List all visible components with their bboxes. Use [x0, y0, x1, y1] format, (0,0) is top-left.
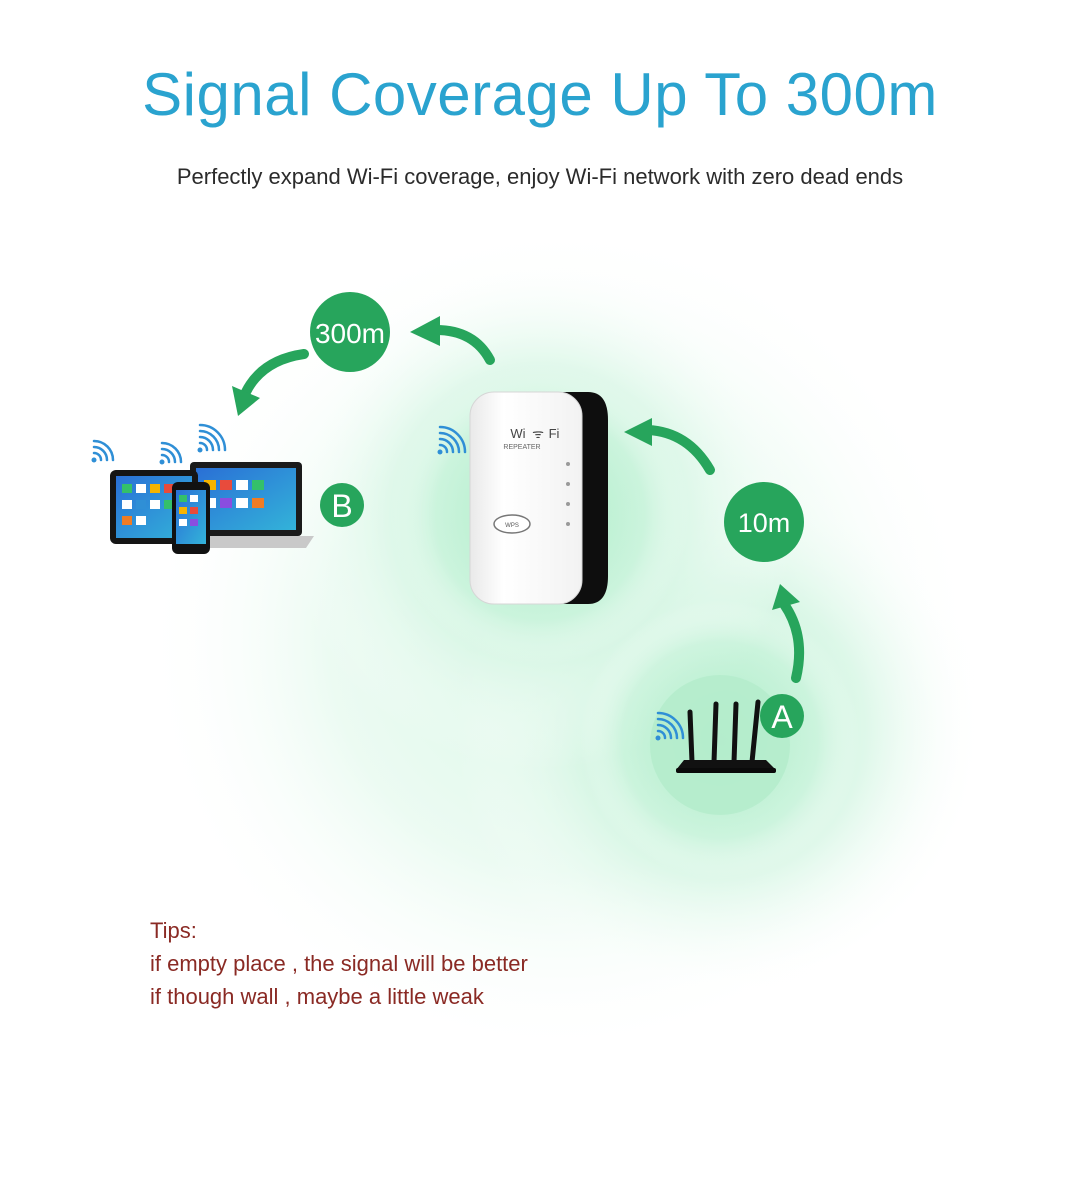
tips-heading: Tips: [150, 918, 197, 943]
devices-group [110, 462, 314, 554]
point-badge-a: A [760, 694, 804, 738]
wifi-icon [197, 423, 227, 453]
distance-badge-300m: 300m [310, 292, 390, 372]
distance-badge-10m: 10m [724, 482, 804, 562]
wps-button [493, 514, 531, 534]
repeater-model: REPEATER [503, 444, 540, 451]
router-icon [676, 699, 776, 773]
wifi-icon [655, 711, 685, 741]
svg-text:ᯤ: ᯤ [532, 426, 544, 441]
wifi-icon [91, 439, 115, 463]
repeater-leds [566, 462, 570, 526]
page-title: Signal Coverage Up To 300m [142, 61, 938, 128]
point-badge-b: B [320, 483, 364, 527]
tips-line-2: if though wall , maybe a little weak [150, 984, 484, 1009]
repeater-brand-left: Wi [510, 426, 525, 441]
arrow-icon [410, 316, 495, 365]
distance-label-10m: 10m [738, 508, 791, 538]
wifi-icon [159, 441, 183, 465]
point-label-a: A [771, 699, 793, 735]
arrow-icon [232, 349, 309, 416]
repeater-icon: Wi ᯤ Fi REPEATER WPS [469, 391, 608, 605]
distance-label-300m: 300m [315, 318, 385, 349]
point-label-b: B [331, 488, 352, 524]
arrow-icon [624, 418, 715, 475]
phone-icon [172, 482, 210, 554]
laptop-icon [178, 462, 314, 548]
repeater-brand-right: Fi [549, 426, 560, 441]
arrow-icon [772, 584, 805, 683]
wifi-icon [437, 425, 467, 455]
page-subtitle: Perfectly expand Wi-Fi coverage, enjoy W… [176, 164, 904, 189]
tips-line-1: if empty place , the signal will be bett… [150, 951, 528, 976]
wps-label: WPS [505, 523, 519, 529]
tips-block: Tips: if empty place , the signal will b… [150, 914, 528, 1013]
